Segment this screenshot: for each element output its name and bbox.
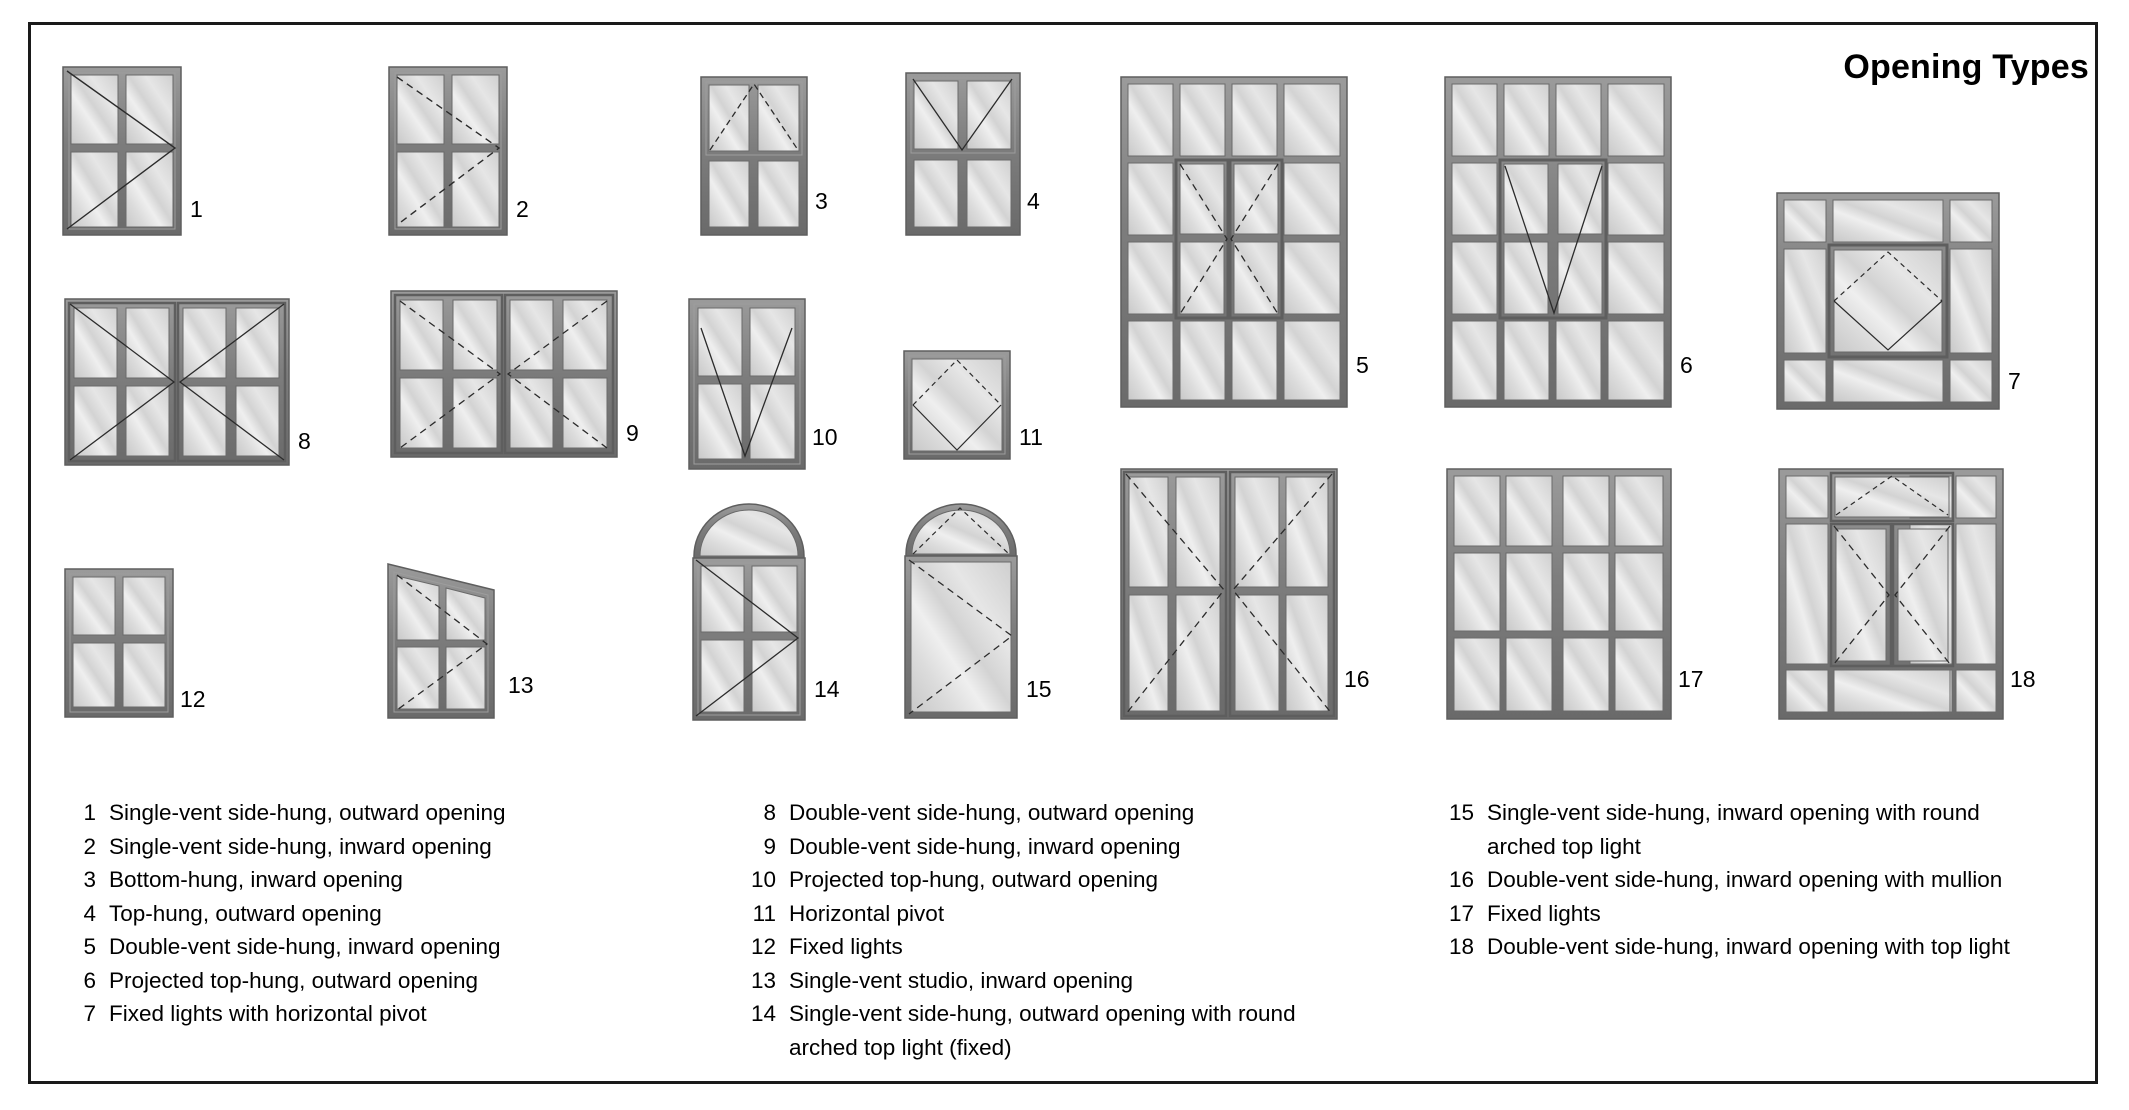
legend-item-number: 6 bbox=[83, 967, 96, 993]
figure-12: 12 bbox=[64, 568, 206, 718]
legend-item: 16 Double-vent side-hung, inward opening … bbox=[1440, 863, 2040, 897]
figure-number-14: 14 bbox=[814, 676, 840, 702]
legend-item-number: 5 bbox=[83, 934, 96, 959]
legend-item-number: 16 bbox=[1448, 867, 1474, 892]
figure-number-2: 2 bbox=[516, 196, 529, 222]
figure-number-17: 17 bbox=[1678, 666, 1704, 692]
legend-item: 15 Single-vent side-hung, inward opening … bbox=[1440, 796, 2040, 863]
legend-item: 8 Double-vent side-hung, outward opening bbox=[742, 796, 1362, 830]
legend-item-number: 10 bbox=[750, 867, 776, 892]
figure-number-9: 9 bbox=[626, 420, 639, 446]
legend-item-label: Single-vent side-hung, outward opening w… bbox=[789, 1001, 1296, 1060]
legend-item: 6 Projected top-hung, outward opening bbox=[62, 964, 682, 998]
legend-item-number: 4 bbox=[83, 900, 96, 926]
legend-item-number: 18 bbox=[1448, 934, 1474, 959]
legend-item-label: Bottom-hung, inward opening bbox=[109, 867, 403, 892]
figure-5: 5 bbox=[1120, 76, 1369, 408]
legend-item-number: 9 bbox=[763, 833, 776, 859]
figure-number-5: 5 bbox=[1356, 352, 1369, 378]
legend-item: 14 Single-vent side-hung, outward opening… bbox=[742, 997, 1362, 1064]
legend-item-number: 17 bbox=[1448, 900, 1474, 926]
page-title: Opening Types bbox=[1843, 48, 2089, 86]
legend-item-label: Single-vent side-hung, outward opening bbox=[109, 800, 506, 825]
legend-item-number: 15 bbox=[1448, 800, 1474, 825]
legend-item-label: Double-vent side-hung, inward opening bbox=[109, 934, 501, 959]
legend-item-label: Fixed lights bbox=[1487, 900, 1601, 926]
figure-8: 8 bbox=[64, 298, 311, 466]
legend-item: 11 Horizontal pivot bbox=[742, 897, 1362, 931]
figure-7: 7 bbox=[1776, 192, 2021, 410]
legend-item: 9 Double-vent side-hung, inward opening bbox=[742, 830, 1362, 864]
legend-item: 10 Projected top-hung, outward opening bbox=[742, 863, 1362, 897]
figure-number-12: 12 bbox=[180, 686, 206, 712]
legend-column-3: 15 Single-vent side-hung, inward opening … bbox=[1440, 796, 2040, 964]
legend-item-number: 8 bbox=[763, 800, 776, 825]
figure-number-3: 3 bbox=[815, 188, 828, 214]
legend-item-number: 3 bbox=[83, 867, 96, 892]
legend-item-number: 11 bbox=[752, 900, 776, 926]
figure-10: 10 bbox=[688, 298, 838, 470]
figure-number-13: 13 bbox=[508, 672, 534, 698]
figure-number-11: 11 bbox=[1019, 424, 1043, 450]
legend-item-label: Double-vent side-hung, inward opening wi… bbox=[1487, 867, 2003, 892]
figure-number-4: 4 bbox=[1027, 188, 1040, 214]
figure-6: 6 bbox=[1444, 76, 1693, 408]
legend-item-label: Double-vent side-hung, outward opening bbox=[789, 800, 1195, 825]
legend-item-label: Projected top-hung, outward opening bbox=[789, 867, 1159, 892]
figure-number-10: 10 bbox=[812, 424, 838, 450]
legend-item-label: Double-vent side-hung, inward opening bbox=[789, 833, 1181, 859]
figure-number-8: 8 bbox=[298, 428, 311, 454]
legend-item-label: Top-hung, outward opening bbox=[109, 900, 382, 926]
figure-16: 16 bbox=[1120, 468, 1370, 720]
legend-item-label: Double-vent side-hung, inward opening wi… bbox=[1487, 934, 2010, 959]
figure-18: 18 bbox=[1778, 468, 2036, 720]
figure-number-7: 7 bbox=[2008, 368, 2021, 394]
legend-item: 12 Fixed lights bbox=[742, 930, 1362, 964]
figure-number-6: 6 bbox=[1680, 352, 1693, 378]
legend-item-number: 13 bbox=[750, 967, 776, 993]
figure-17: 17 bbox=[1446, 468, 1704, 720]
legend-column-1: 1 Single-vent side-hung, outward opening 2… bbox=[62, 796, 682, 1031]
legend-item: 1 Single-vent side-hung, outward opening bbox=[62, 796, 682, 830]
figure-14: 14 bbox=[690, 500, 840, 722]
diagram-plate bbox=[28, 22, 2098, 1084]
legend-item: 18 Double-vent side-hung, inward opening … bbox=[1440, 930, 2040, 964]
figure-number-16: 16 bbox=[1344, 666, 1370, 692]
legend-column-2: 8 Double-vent side-hung, outward opening 9… bbox=[742, 796, 1362, 1064]
legend-item-label: Fixed lights bbox=[789, 934, 903, 959]
figure-4: 4 bbox=[905, 72, 1040, 236]
legend-item-number: 14 bbox=[750, 1001, 776, 1026]
legend-item-number: 1 bbox=[83, 800, 96, 825]
legend-item: 2 Single-vent side-hung, inward opening bbox=[62, 830, 682, 864]
figure-number-1: 1 bbox=[190, 196, 203, 222]
legend-item: 4 Top-hung, outward opening bbox=[62, 897, 682, 931]
legend-item-number: 12 bbox=[750, 934, 776, 959]
legend-item-label: Fixed lights with horizontal pivot bbox=[109, 1001, 427, 1026]
legend-item: 13 Single-vent studio, inward opening bbox=[742, 964, 1362, 998]
legend-item-number: 2 bbox=[83, 833, 96, 859]
figure-2: 2 bbox=[388, 66, 529, 236]
figure-number-15: 15 bbox=[1026, 676, 1052, 702]
figure-9: 9 bbox=[390, 290, 639, 458]
legend-item: 5 Double-vent side-hung, inward opening bbox=[62, 930, 682, 964]
legend-item-label: Single-vent side-hung, inward opening wi… bbox=[1487, 800, 1980, 859]
legend-item: 3 Bottom-hung, inward opening bbox=[62, 863, 682, 897]
legend-item-label: Single-vent side-hung, inward opening bbox=[109, 833, 492, 859]
figure-15: 15 bbox=[902, 502, 1052, 722]
figure-1: 1 bbox=[62, 66, 203, 236]
figure-3: 3 bbox=[700, 76, 828, 236]
legend-item-label: Horizontal pivot bbox=[789, 900, 945, 926]
figure-number-18: 18 bbox=[2010, 666, 2036, 692]
figure-13: 13 bbox=[386, 552, 534, 720]
legend-item: 17 Fixed lights bbox=[1440, 897, 2040, 931]
legend-item-label: Single-vent studio, inward opening bbox=[789, 967, 1133, 993]
figure-11: 11 bbox=[903, 350, 1043, 460]
legend-item: 7 Fixed lights with horizontal pivot bbox=[62, 997, 682, 1031]
legend-item-label: Projected top-hung, outward opening bbox=[109, 967, 479, 993]
legend-item-number: 7 bbox=[83, 1001, 96, 1026]
